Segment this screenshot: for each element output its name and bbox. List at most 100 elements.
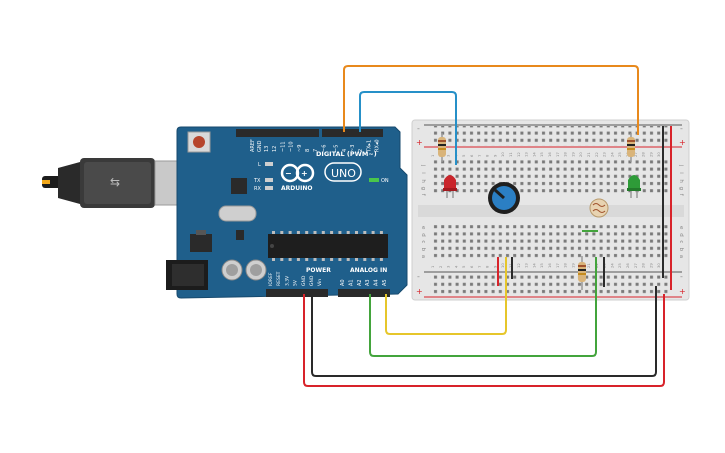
reset-button[interactable]: [187, 131, 211, 153]
svg-text:+: +: [301, 169, 308, 178]
bottom-rail-area: [430, 275, 670, 295]
mcu-pin: [296, 231, 300, 234]
column-number: 17: [555, 263, 560, 268]
led-tx-label: TX: [253, 178, 261, 184]
row-letter: f: [678, 194, 684, 197]
aref-label: AREF: [250, 139, 256, 152]
row-letter: g: [678, 187, 684, 191]
mcu-pin: [371, 231, 375, 234]
power-pin-label: RESET: [276, 271, 282, 286]
column-number: 19: [570, 152, 575, 157]
column-number: 18: [563, 152, 568, 157]
power-header[interactable]: [266, 289, 328, 297]
red-led-icon[interactable]: [443, 175, 457, 198]
wire-red[interactable]: [303, 294, 665, 387]
onboard-leds: L TX RX: [253, 162, 273, 192]
digital-pin-label: ~6: [321, 145, 327, 152]
column-number: 14: [531, 263, 536, 268]
row-letter: i: [678, 172, 684, 174]
row-letter: d: [678, 233, 684, 237]
column-number: 15: [539, 152, 544, 157]
uno-badge: UNO: [324, 162, 362, 182]
column-number: 12: [516, 152, 521, 157]
row-letter: i: [420, 172, 426, 174]
mcu-pin: [305, 231, 309, 234]
column-number: 26: [625, 263, 630, 268]
wire-yellow[interactable]: [385, 257, 507, 335]
ldr-icon[interactable]: [589, 198, 609, 218]
resistor-ldr[interactable]: [578, 256, 586, 290]
column-number: 11: [508, 263, 513, 268]
wire-orange[interactable]: [343, 65, 639, 135]
mcu-pin: [272, 231, 275, 234]
column-number: 17: [555, 152, 560, 157]
mcu-pin: [280, 231, 284, 234]
rail-minus-bottom-right: -: [680, 272, 683, 281]
mcu-pin: [346, 258, 350, 261]
rail-minus-bottom-left: -: [417, 272, 420, 281]
mcu-pin: [288, 258, 292, 261]
column-number: 27: [633, 263, 638, 268]
column-number: 25: [617, 152, 622, 157]
column-number: 4: [453, 265, 458, 268]
power-header-label: POWER: [306, 267, 331, 274]
analog-header[interactable]: [338, 289, 390, 297]
rail-plus-top-left: +: [416, 138, 423, 147]
capacitors: [221, 259, 267, 281]
row-letter: c: [420, 240, 426, 243]
row-letter: b: [420, 248, 426, 252]
atmega-chip: [268, 231, 388, 261]
mcu-pin: [371, 258, 375, 261]
column-number: 7: [477, 265, 482, 268]
wire-black[interactable]: [311, 286, 657, 377]
dc-jack-icon: [166, 260, 208, 290]
column-number: 23: [602, 152, 607, 157]
column-number: 14: [531, 152, 536, 157]
potentiometer-icon[interactable]: [488, 182, 520, 214]
column-number: 8: [485, 154, 490, 157]
gnd-label: GND: [257, 140, 263, 152]
digital-pin-label: ~10: [289, 141, 295, 152]
mcu-pin: [379, 258, 383, 261]
column-number: 3: [446, 154, 451, 157]
column-number: 12: [516, 263, 521, 268]
on-label: ON: [381, 178, 389, 184]
row-letter: h: [420, 179, 426, 183]
voltage-regulator: [190, 234, 212, 252]
row-letter: e: [678, 226, 684, 230]
digital-pin-label: 2: [358, 149, 364, 152]
column-number: 13: [524, 263, 529, 268]
rail-minus-top-right: -: [680, 124, 683, 133]
mcu-pin: [313, 231, 317, 234]
column-number: 9: [492, 265, 497, 268]
column-number: 2: [438, 265, 443, 268]
row-letter: f: [420, 194, 426, 197]
column-number: 22: [594, 152, 599, 157]
power-pin-label: 3.3V: [284, 275, 290, 286]
resistor-red-led[interactable]: [438, 133, 446, 162]
digital-pin-label: 4: [342, 149, 348, 152]
analog-pin-label: A0: [340, 279, 346, 286]
power-pin-label: GND: [309, 275, 315, 286]
brand-label: ARDUINO: [281, 185, 312, 192]
wire-green[interactable]: [369, 257, 597, 357]
row-letter: b: [678, 248, 684, 252]
digital-pin-label: 8: [305, 149, 311, 152]
digital-pin-label: ~5: [334, 145, 340, 152]
green-led-icon[interactable]: [627, 175, 641, 198]
mcu-pin: [363, 231, 367, 234]
column-number: 21: [586, 152, 591, 157]
crystal: [218, 205, 257, 222]
digital-header-label: DIGITAL (PWM~): [316, 150, 377, 158]
column-number: 10: [500, 263, 505, 268]
wire-blue[interactable]: [359, 91, 457, 165]
rail-minus-top-left: -: [417, 124, 420, 133]
digital-header[interactable]: [236, 129, 383, 137]
model-label: UNO: [331, 167, 356, 180]
resistor-green-led[interactable]: [627, 133, 635, 162]
mcu-pin: [321, 258, 325, 261]
